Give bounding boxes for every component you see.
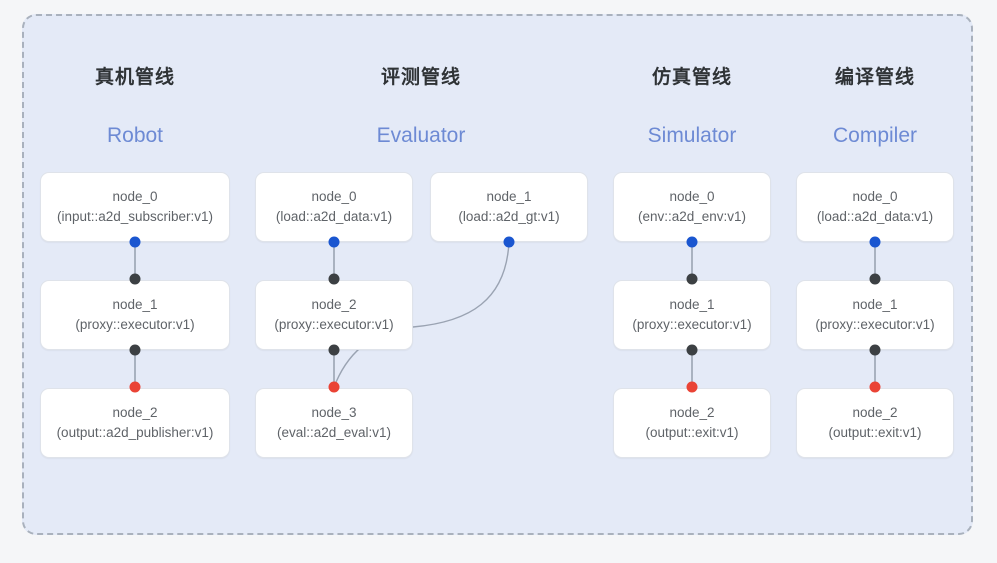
node-type: (output::exit:v1) bbox=[645, 425, 739, 440]
node-name: node_0 bbox=[852, 189, 898, 204]
node-name: node_2 bbox=[311, 297, 357, 312]
node-type: (proxy::executor:v1) bbox=[75, 317, 195, 332]
node-box-robot-node_2[interactable]: node_2 (output::a2d_publisher:v1) bbox=[40, 388, 230, 458]
port-output-simulator-node_1[interactable] bbox=[686, 344, 698, 356]
port-output-robot-node_0[interactable] bbox=[129, 236, 141, 248]
node-box-robot-node_0[interactable]: node_0 (input::a2d_subscriber:v1) bbox=[40, 172, 230, 242]
node-name: node_1 bbox=[112, 297, 158, 312]
port-input-compiler-node_2[interactable] bbox=[869, 381, 881, 393]
port-output-compiler-node_0[interactable] bbox=[869, 236, 881, 248]
column-title-cn-compiler: 编译管线 bbox=[834, 67, 915, 88]
node-box-evaluator-node_1[interactable]: node_1 (load::a2d_gt:v1) bbox=[430, 172, 588, 242]
column-title-en-simulator: Simulator bbox=[647, 124, 737, 147]
node-box-robot-node_1[interactable]: node_1 (proxy::executor:v1) bbox=[40, 280, 230, 350]
port-output-compiler-node_1[interactable] bbox=[869, 344, 881, 356]
node-box-simulator-node_0[interactable]: node_0 (env::a2d_env:v1) bbox=[613, 172, 771, 242]
port-output-robot-node_1[interactable] bbox=[129, 344, 141, 356]
port-input-compiler-node_1[interactable] bbox=[869, 273, 881, 285]
node-type: (proxy::executor:v1) bbox=[815, 317, 935, 332]
column-title-en-compiler: Compiler bbox=[832, 124, 918, 147]
node-type: (proxy::executor:v1) bbox=[274, 317, 394, 332]
column-title-cn-evaluator: 评测管线 bbox=[380, 67, 461, 88]
node-box-simulator-node_1[interactable]: node_1 (proxy::executor:v1) bbox=[613, 280, 771, 350]
port-input-evaluator-node_2[interactable] bbox=[328, 273, 340, 285]
node-box-evaluator-node_2[interactable]: node_2 (proxy::executor:v1) bbox=[255, 280, 413, 350]
node-name: node_0 bbox=[112, 189, 158, 204]
node-type: (env::a2d_env:v1) bbox=[637, 209, 747, 224]
node-box-evaluator-node_0[interactable]: node_0 (load::a2d_data:v1) bbox=[255, 172, 413, 242]
node-type: (output::a2d_publisher:v1) bbox=[56, 425, 214, 440]
node-box-simulator-node_2[interactable]: node_2 (output::exit:v1) bbox=[613, 388, 771, 458]
node-box-evaluator-node_3[interactable]: node_3 (eval::a2d_eval:v1) bbox=[255, 388, 413, 458]
node-name: node_2 bbox=[852, 405, 898, 420]
node-name: node_2 bbox=[669, 405, 715, 420]
port-input-simulator-node_2[interactable] bbox=[686, 381, 698, 393]
node-name: node_2 bbox=[112, 405, 158, 420]
port-output-evaluator-node_1[interactable] bbox=[503, 236, 515, 248]
column-title-en-evaluator: Evaluator bbox=[376, 124, 466, 147]
port-input-robot-node_2[interactable] bbox=[129, 381, 141, 393]
node-box-compiler-node_1[interactable]: node_1 (proxy::executor:v1) bbox=[796, 280, 954, 350]
port-output-evaluator-node_0[interactable] bbox=[328, 236, 340, 248]
node-type: (output::exit:v1) bbox=[828, 425, 922, 440]
column-title-cn-simulator: 仿真管线 bbox=[651, 67, 732, 88]
node-type: (load::a2d_data:v1) bbox=[275, 209, 393, 224]
column-title-cn-robot: 真机管线 bbox=[94, 67, 175, 88]
node-type: (load::a2d_data:v1) bbox=[816, 209, 934, 224]
node-name: node_0 bbox=[311, 189, 357, 204]
port-input-evaluator-node_3[interactable] bbox=[328, 381, 340, 393]
node-name: node_1 bbox=[852, 297, 898, 312]
column-title-en-robot: Robot bbox=[106, 124, 164, 147]
node-name: node_1 bbox=[669, 297, 715, 312]
port-output-evaluator-node_2[interactable] bbox=[328, 344, 340, 356]
node-name: node_0 bbox=[669, 189, 715, 204]
node-name: node_3 bbox=[311, 405, 357, 420]
port-input-simulator-node_1[interactable] bbox=[686, 273, 698, 285]
node-type: (proxy::executor:v1) bbox=[632, 317, 752, 332]
node-type: (load::a2d_gt:v1) bbox=[458, 209, 560, 224]
node-box-compiler-node_2[interactable]: node_2 (output::exit:v1) bbox=[796, 388, 954, 458]
node-box-compiler-node_0[interactable]: node_0 (load::a2d_data:v1) bbox=[796, 172, 954, 242]
node-name: node_1 bbox=[486, 189, 532, 204]
port-input-robot-node_1[interactable] bbox=[129, 273, 141, 285]
port-output-simulator-node_0[interactable] bbox=[686, 236, 698, 248]
node-type: (eval::a2d_eval:v1) bbox=[276, 425, 392, 440]
node-type: (input::a2d_subscriber:v1) bbox=[56, 209, 214, 224]
